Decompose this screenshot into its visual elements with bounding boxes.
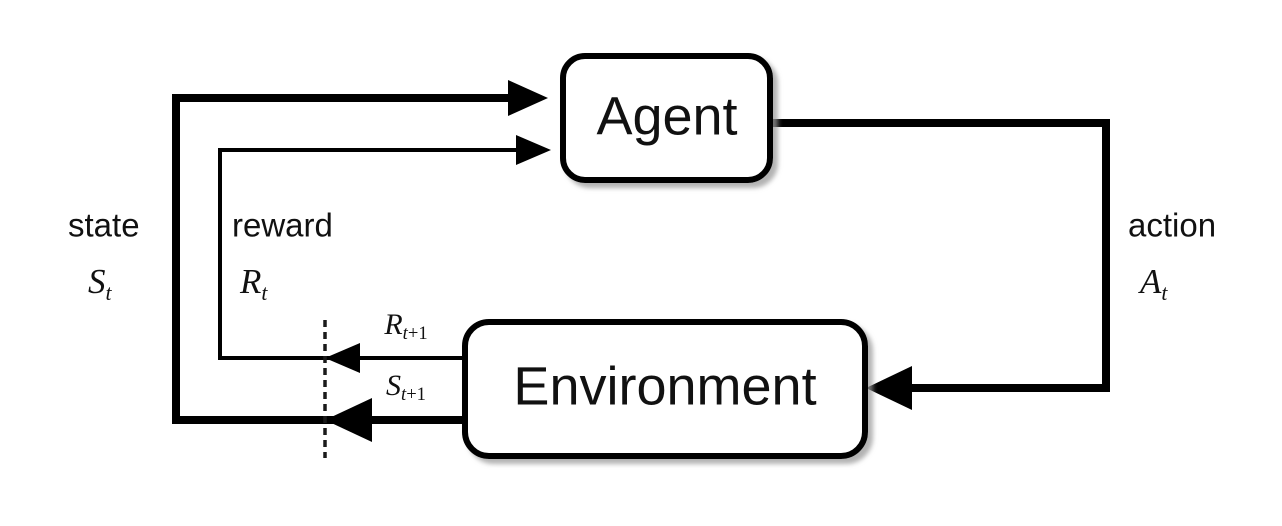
edge-state bbox=[172, 80, 548, 424]
reward-next-symbol: Rt+1 bbox=[383, 308, 427, 344]
reward-next-symbol-base: R bbox=[383, 308, 402, 341]
edge-action bbox=[770, 119, 1110, 410]
edge-reward-arrowhead bbox=[516, 135, 551, 165]
agent-box[interactable] bbox=[560, 53, 773, 183]
action-symbol: At bbox=[1138, 262, 1168, 305]
action-symbol-sub: t bbox=[1161, 281, 1168, 305]
state-symbol-base: S bbox=[88, 262, 106, 301]
reward-label-text: reward bbox=[232, 207, 333, 244]
edge-reward-next bbox=[325, 343, 465, 373]
environment-label: Environment bbox=[513, 356, 816, 416]
state-symbol: St bbox=[88, 262, 113, 305]
edge-reward-next-arrowhead bbox=[325, 343, 360, 373]
action-symbol-base: A bbox=[1138, 262, 1162, 301]
node-environment[interactable]: Environment bbox=[462, 319, 868, 459]
label-reward: reward Rt bbox=[232, 207, 333, 305]
reward-symbol-base: R bbox=[239, 262, 261, 301]
state-next-symbol-sub: t bbox=[401, 384, 407, 405]
state-next-symbol-base: S bbox=[386, 369, 401, 402]
reward-next-symbol-sub-plus: +1 bbox=[408, 323, 428, 344]
reward-symbol: Rt bbox=[239, 262, 268, 305]
node-agent[interactable]: Agent bbox=[560, 53, 773, 183]
state-label-text: state bbox=[68, 207, 140, 244]
edge-state-arrowhead bbox=[508, 80, 548, 116]
edge-state-next-arrowhead bbox=[325, 398, 372, 442]
reward-next-symbol-sub: t bbox=[403, 323, 409, 344]
edge-state-next bbox=[325, 398, 465, 442]
edge-action-line bbox=[770, 119, 1110, 392]
state-next-symbol-sub-plus: +1 bbox=[406, 384, 426, 405]
state-next-symbol: St+1 bbox=[386, 369, 426, 405]
environment-box[interactable] bbox=[462, 319, 868, 459]
reward-symbol-sub: t bbox=[261, 281, 268, 305]
action-label-text: action bbox=[1128, 207, 1216, 244]
state-symbol-sub: t bbox=[106, 281, 113, 305]
label-action: action At bbox=[1128, 207, 1216, 305]
agent-label: Agent bbox=[596, 86, 737, 146]
edge-action-arrowhead bbox=[866, 366, 912, 410]
label-state: state St bbox=[68, 207, 140, 305]
edge-state-line bbox=[172, 94, 520, 424]
